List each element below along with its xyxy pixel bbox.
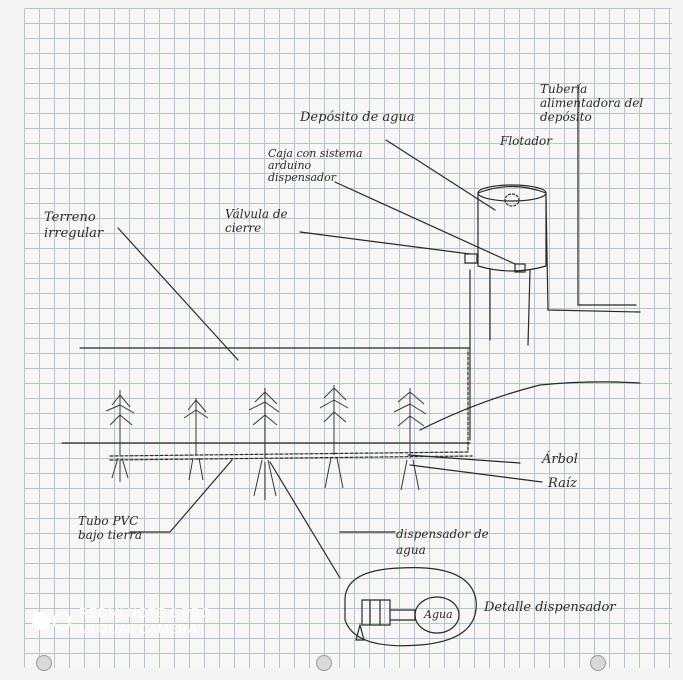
label-tree: Árbol <box>542 452 578 467</box>
watermark-text: REDMI NOTE 6 PRO MI DUAL CAMERA <box>79 605 211 637</box>
pvc-pipe <box>109 349 469 457</box>
label-terrain: Terreno irregular <box>44 210 104 241</box>
tree-3 <box>248 388 280 500</box>
detail-bubble <box>344 567 477 647</box>
watermark-line-1: REDMI NOTE 6 PRO <box>79 605 212 620</box>
label-dispenser: dispensador de agua <box>396 527 489 557</box>
tree-4 <box>319 385 349 489</box>
tree-5 <box>393 388 427 491</box>
tree-2 <box>183 398 209 481</box>
binder-hole <box>36 655 52 671</box>
tree-1 <box>105 390 135 482</box>
label-root: Raíz <box>548 476 577 491</box>
watermark-logo <box>32 612 71 630</box>
label-dispenser-detail: Detalle dispensador <box>484 600 616 615</box>
label-valve: Válvula de cierre <box>225 207 288 235</box>
label-water-tank: Depósito de agua <box>300 110 415 125</box>
shutoff-valve <box>464 253 478 264</box>
label-water: Agua <box>424 608 453 621</box>
label-float: Flotador <box>500 134 553 148</box>
feed-pipe <box>545 84 641 313</box>
water-tank <box>477 185 547 272</box>
binder-hole <box>316 655 332 671</box>
binder-hole <box>590 655 606 671</box>
float <box>504 193 520 207</box>
terrain-curve <box>419 381 641 431</box>
label-pvc-pipe: Tubo PVC bajo tierra <box>78 514 142 542</box>
graph-paper-sheet <box>24 8 672 668</box>
label-feed-pipe: Tubería alimentadora del depósito <box>540 82 644 124</box>
camera-watermark: REDMI NOTE 6 PRO MI DUAL CAMERA <box>32 605 211 637</box>
watermark-line-2: MI DUAL CAMERA <box>79 621 198 636</box>
label-arduino-box: Caja con sistema arduino dispensador <box>268 147 363 184</box>
